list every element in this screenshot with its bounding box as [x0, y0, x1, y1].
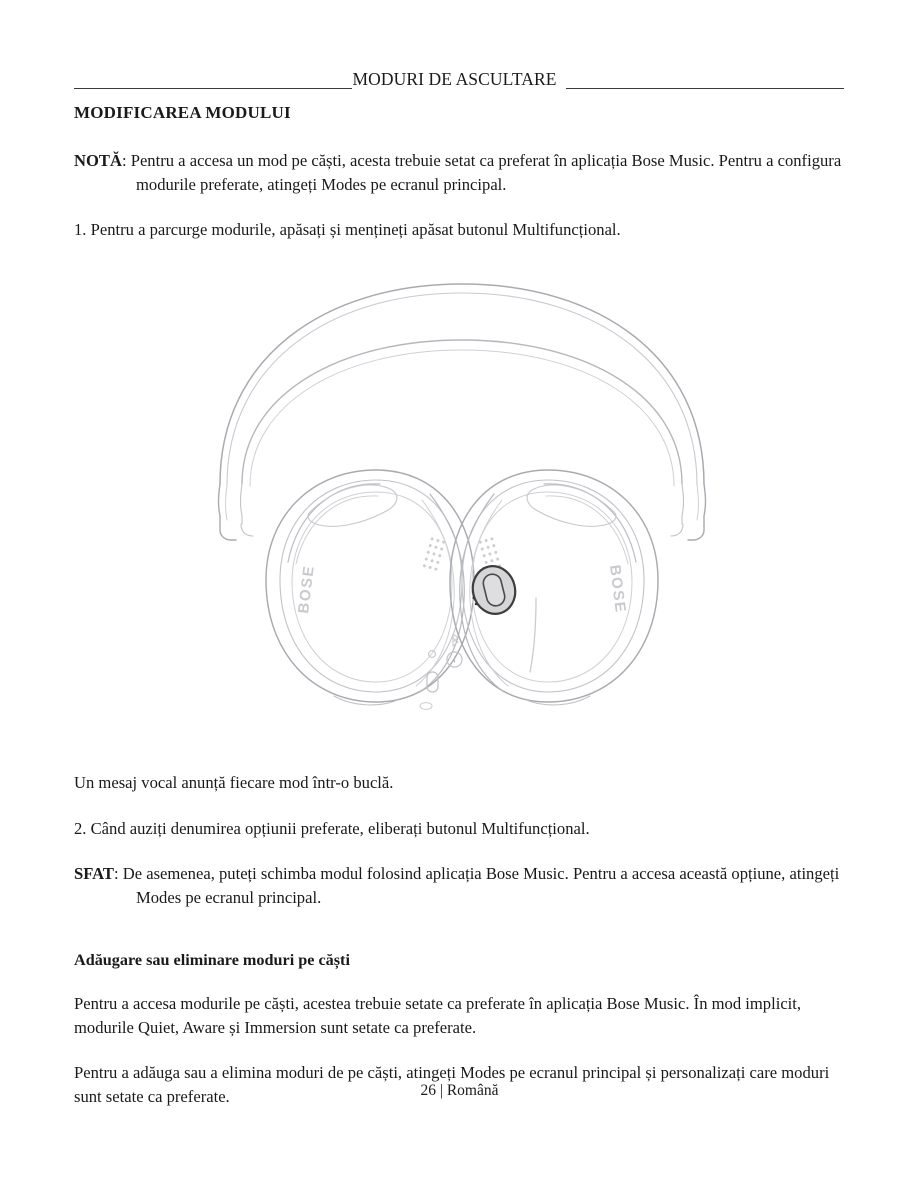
tip-text: : De asemenea, puteți schimba modul folo… [113, 864, 840, 907]
right-cup-seam [529, 597, 537, 673]
bose-logo-right: BOSE [606, 564, 629, 615]
document-body: MODIFICAREA MODULUI NOTĂ: Pentru a acces… [74, 103, 844, 264]
multifunction-button[interactable] [468, 562, 520, 619]
bose-logo-left: BOSE [295, 564, 318, 615]
headband-group [219, 283, 705, 487]
figure-caption: Un mesaj vocal anunță fiecare mod într-o… [74, 773, 394, 792]
header-rule-left [74, 87, 353, 89]
paragraph-1: Pentru a accesa modurile pe căști, acest… [74, 994, 802, 1037]
document-body-lower: Un mesaj vocal anunță fiecare mod într-o… [74, 771, 844, 1130]
subheading: Adăugare sau eliminare moduri pe căști [74, 951, 350, 969]
right-slider [670, 483, 707, 541]
tip-paragraph: SFAT: De asemenea, puteți schimba modul … [74, 862, 844, 909]
tip-label: SFAT [74, 864, 114, 883]
page-footer: 26 | Română [420, 1082, 499, 1099]
headphones-illustration: BOSE [184, 262, 740, 732]
vent-oval-icon [419, 702, 433, 710]
usb-c-port-icon [426, 671, 439, 693]
led-indicator-icon [428, 650, 436, 658]
header-title: MODURI DE ASCULTARE [352, 68, 557, 89]
step-1: 1. Pentru a parcurge modurile, apăsați ș… [74, 220, 621, 239]
right-earcup [449, 469, 659, 706]
running-header: MODURI DE ASCULTARE [74, 64, 845, 94]
paragraph-2: Pentru a adăuga sau a elimina moduri de … [74, 1063, 830, 1106]
header-rule-right [565, 87, 845, 89]
note-text: : Pentru a accesa un mod pe căști, acest… [121, 151, 842, 194]
note-label: NOTĂ [74, 151, 122, 170]
step-2: 2. Când auziți denumirea opțiunii prefer… [74, 818, 590, 838]
bluetooth-icon [452, 633, 459, 647]
left-slider [217, 483, 254, 541]
power-button-icon [446, 651, 463, 668]
note-paragraph: NOTĂ: Pentru a accesa un mod pe căști, a… [74, 149, 844, 196]
mic-grille-left [422, 537, 446, 571]
section-heading: MODIFICAREA MODULUI [74, 103, 291, 122]
